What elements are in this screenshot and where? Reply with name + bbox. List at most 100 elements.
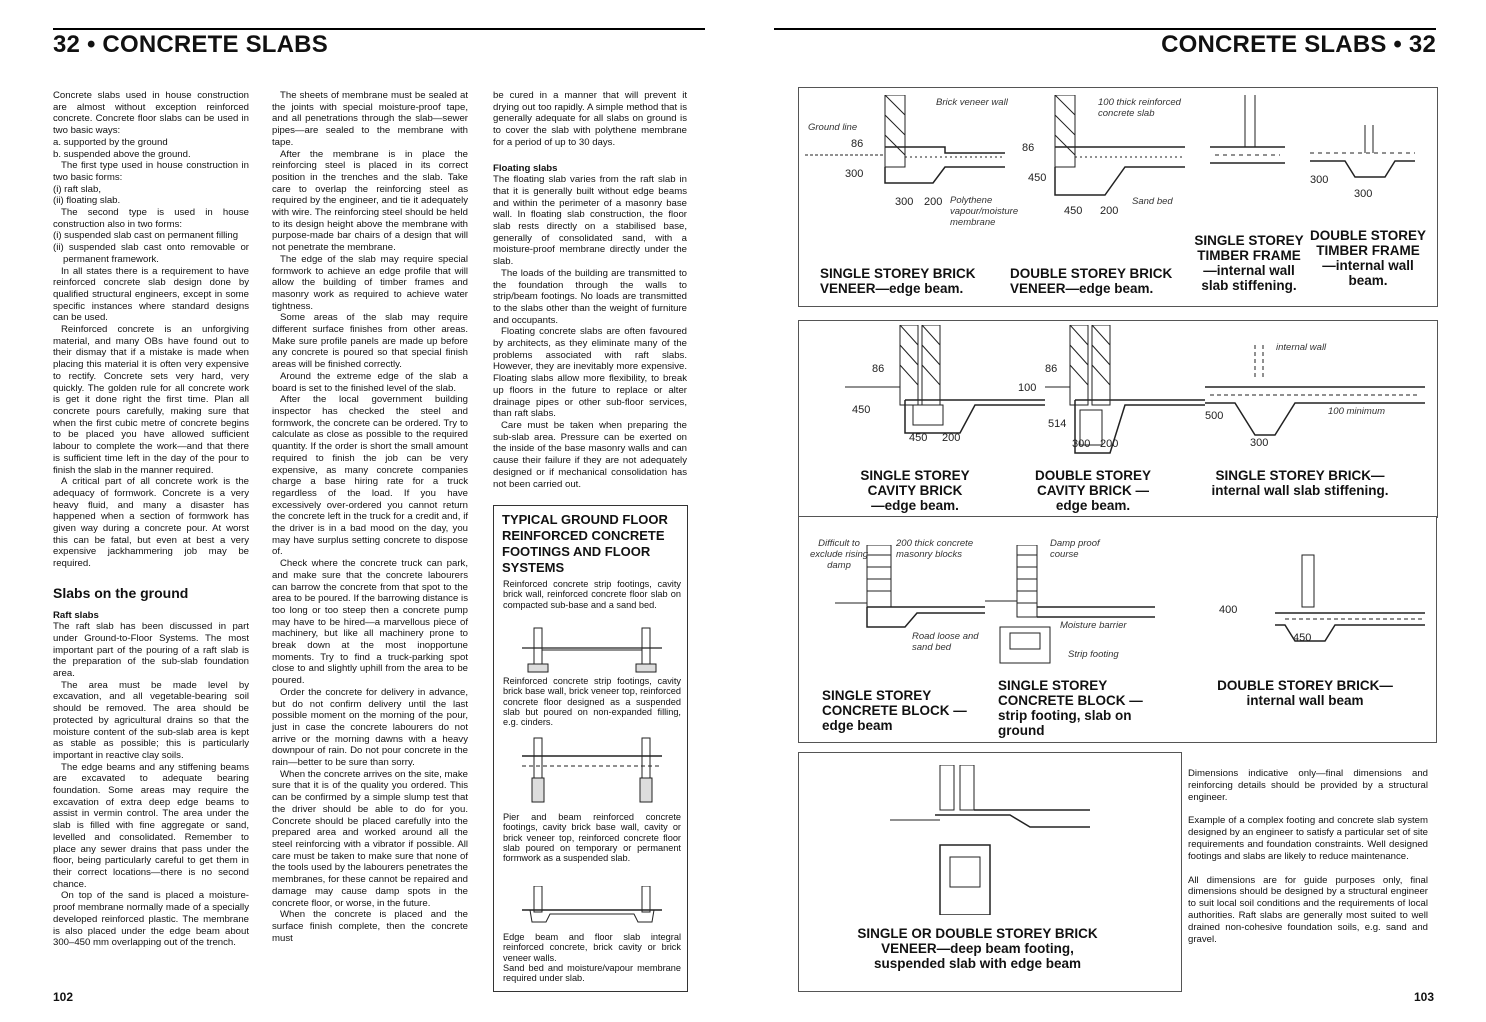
annotation: Difficult to exclude rising damp [809, 538, 869, 571]
annotation: Damp proof course [1050, 538, 1100, 560]
paragraph: A critical part of all concrete work is … [53, 476, 249, 570]
paragraph: The sheets of membrane must be sealed at… [272, 90, 468, 148]
text-column-2: The sheets of membrane must be sealed at… [272, 90, 468, 944]
diagram-caption: DOUBLE STOREY BRICK VENEER—edge beam. [1010, 266, 1173, 296]
subheading: Raft slabs [53, 609, 99, 621]
diagram-caption: SINGLE STOREY TIMBER FRAME —internal wal… [1194, 233, 1304, 293]
section-heading: Slabs on the ground [53, 584, 189, 601]
dimension-label: 200 [942, 432, 961, 444]
middle-row-diagrams [845, 325, 1425, 454]
list-item: (ii) suspended slab cast onto removable … [53, 242, 249, 265]
paragraph: On top of the sand is placed a moisture-… [53, 890, 249, 949]
left-page-title: 32 • CONCRETE SLABS [53, 31, 328, 58]
dimension-label: 200 [1100, 438, 1119, 450]
diagram-caption: DOUBLE STOREY CAVITY BRICK —edge beam. [1034, 468, 1151, 513]
dimension-label: 86 [1022, 142, 1035, 154]
annotation: Brick veneer wall [936, 97, 1008, 108]
dimension-label: 200 [924, 196, 943, 208]
annotation: Polythene vapour/moisture membrane [950, 195, 1019, 228]
list-item: a. supported by the ground [53, 136, 168, 148]
diagram-caption: SINGLE STOREY CONCRETE BLOCK —edge beam [822, 688, 967, 733]
annotation: 100 minimum [1328, 406, 1386, 417]
paragraph: Concrete slabs used in house constructio… [53, 90, 249, 137]
diagram-caption: SINGLE OR DOUBLE STOREY BRICK VENEER—dee… [857, 926, 1098, 971]
dimension-label: 514 [1048, 418, 1067, 430]
annotation: internal wall [1276, 342, 1327, 353]
annotation: 200 thick concrete masonry blocks [896, 538, 974, 560]
paragraph: The first type used in house constructio… [53, 160, 249, 183]
note-paragraph: All dimensions are for guide purposes on… [1188, 874, 1428, 945]
dimension-label: 450 [909, 432, 928, 444]
dimension-label: 86 [872, 363, 885, 375]
text-column-3: be cured in a manner that will prevent i… [493, 90, 687, 490]
paragraph: The edge beams and any stiffening beams … [53, 761, 249, 890]
annotation: 100 thick reinforced concrete slab [1098, 97, 1181, 119]
dimension-label: 200 [1100, 205, 1119, 217]
diagram-caption: SINGLE STOREY BRICK— internal wall slab … [1211, 468, 1389, 498]
paragraph: Some areas of the slab may require diffe… [272, 312, 468, 371]
paragraph: When the concrete is placed and the surf… [272, 909, 468, 944]
dimension-label: 86 [1045, 363, 1058, 375]
note-paragraph: Example of a complex footing and concret… [1188, 815, 1428, 862]
dimension-label: 300 [1354, 188, 1373, 200]
paragraph: After the membrane is in place the reinf… [272, 148, 468, 254]
paragraph: The area must be made level by excavatio… [53, 679, 249, 761]
dimension-label: 300 [1310, 174, 1329, 186]
paragraph: The raft slab has been discussed in part… [53, 621, 249, 680]
diagram-box-block [798, 516, 1182, 743]
paragraph: Order the concrete for delivery in advan… [272, 686, 468, 769]
dimension-label: 450 [852, 404, 871, 416]
right-page-title: CONCRETE SLABS • 32 [1161, 31, 1436, 58]
paragraph: be cured in a manner that will prevent i… [493, 90, 687, 148]
dimension-label: 400 [1219, 604, 1238, 616]
dimension-label: 100 [1018, 382, 1037, 394]
dimension-label: 300 [1072, 438, 1091, 450]
paragraph: Reinforced concrete is an unforgiving ma… [53, 324, 249, 476]
paragraph: Floating concrete slabs are often favour… [493, 326, 687, 420]
paragraph: The edge of the slab may require special… [272, 253, 468, 312]
subheading: Floating slabs [493, 162, 558, 174]
note-paragraph: Dimensions indicative only—final dimensi… [1188, 768, 1428, 803]
paragraph: When the concrete arrives on the site, m… [272, 768, 468, 909]
annotation: Strip footing [1068, 649, 1119, 660]
paragraph: The second type is used in house constru… [53, 207, 249, 230]
sidebar-text: Reinforced concrete strip footings, cavi… [503, 579, 681, 610]
diagram-caption: DOUBLE STOREY TIMBER FRAME —internal wal… [1309, 228, 1426, 288]
dimension-label: 450 [1028, 172, 1047, 184]
dimension-label: 300 [895, 196, 914, 208]
annotation: Road loose and sand bed [912, 631, 979, 653]
sidebar-text: Edge beam and floor slab integral reinfo… [503, 932, 681, 963]
list-item: (i) suspended slab cast on permanent fil… [53, 230, 239, 242]
sidebar-text: Sand bed and moisture/vapour membrane re… [503, 963, 681, 984]
sidebar-title: TYPICAL GROUND FLOOR REINFORCED CONCRETE… [502, 512, 668, 575]
paragraph: The loads of the building are transmitte… [493, 267, 687, 326]
notes-block: Dimensions indicative only—final dimensi… [1188, 768, 1428, 957]
paragraph: Care must be taken when preparing the su… [493, 419, 687, 490]
dimension-label: 450 [1293, 632, 1312, 644]
left-page-header: 32 • CONCRETE SLABS [53, 28, 705, 58]
paragraph: Around the extreme edge of the slab a bo… [272, 370, 468, 394]
list-item: (ii) floating slab. [53, 195, 121, 207]
diagram-caption: DOUBLE STOREY BRICK— internal wall beam [1217, 678, 1393, 708]
strip-footing-diagram [522, 627, 662, 673]
deep-beam-diagram [890, 765, 1090, 915]
list-item: b. suspended above the ground. [53, 148, 191, 160]
dimension-label: 450 [1064, 205, 1083, 217]
paragraph: In all states there is a requirement to … [53, 265, 249, 324]
page-number-left: 102 [53, 990, 74, 1004]
paragraph: The floating slab varies from the raft s… [493, 174, 687, 268]
dimension-label: 86 [851, 138, 864, 150]
right-page-header: CONCRETE SLABS • 32 [774, 28, 1436, 58]
dimension-label: 300 [845, 168, 864, 180]
pier-beam-diagram [522, 737, 662, 803]
diagram-caption: SINGLE STOREY BRICK VENEER—edge beam. [820, 266, 976, 296]
paragraph: After the local government building insp… [272, 394, 468, 558]
annotation: Moisture barrier [1060, 620, 1127, 631]
dimension-label: 300 [1250, 437, 1269, 449]
diagram-caption: SINGLE STOREY CAVITY BRICK —edge beam. [860, 468, 970, 513]
page-number-right: 103 [1414, 990, 1435, 1004]
diagram-box-internal-beam [1180, 516, 1437, 743]
block-row-diagrams [835, 545, 1425, 664]
sidebar-text: Reinforced concrete strip footings, cavi… [503, 676, 681, 728]
annotation: Sand bed [1132, 196, 1173, 207]
